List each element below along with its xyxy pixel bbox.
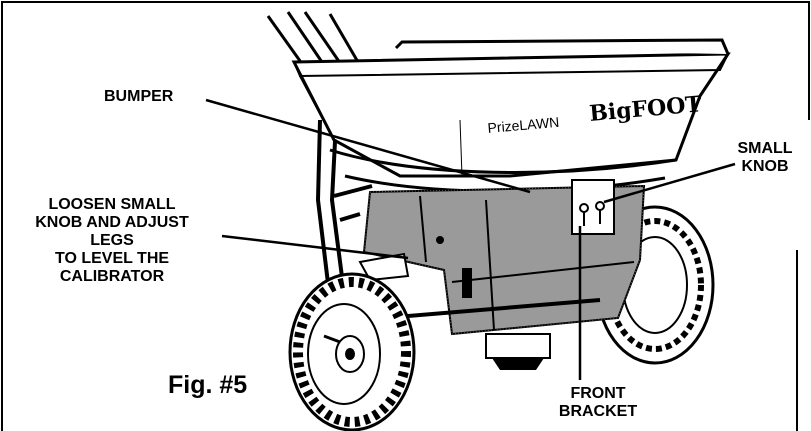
loosen-label-line-3: LEGS: [90, 231, 134, 249]
brand-prefix-text: PrizeLAWN: [487, 114, 560, 136]
bumper-label: BUMPER: [104, 88, 173, 106]
bumper-label-text: BUMPER: [104, 88, 174, 105]
loosen-knob-label: LOOSEN SMALL KNOB AND ADJUST LEGS TO LEV…: [0, 196, 224, 286]
loosen-leader-line: [221, 234, 409, 260]
figure-caption-text: Fig. #5: [168, 371, 248, 399]
figure-caption: Fig. #5: [168, 371, 247, 399]
small-knob-label-line-1: SMALL: [737, 140, 793, 157]
front-bracket-label-line-1: FRONT: [570, 385, 626, 402]
small-knob-label: SMALL KNOB: [720, 140, 810, 176]
small-knob-label-line-2: KNOB: [741, 157, 789, 175]
hopper: PrizeLAWN BigFOOT: [291, 38, 731, 178]
front-bracket: [571, 179, 615, 235]
loosen-label-line-1: LOOSEN SMALL: [48, 196, 176, 213]
front-bracket-label-line-2: BRACKET: [558, 402, 638, 420]
front-bracket-label: FRONT BRACKET: [548, 385, 648, 421]
loosen-label-line-2: KNOB AND ADJUST: [35, 213, 189, 231]
leader-lines: [205, 98, 736, 380]
loosen-label-line-4: TO LEVEL THE: [54, 249, 170, 267]
loosen-label-line-5: CALIBRATOR: [59, 267, 165, 285]
bumper-leader-line: [205, 98, 531, 194]
small-knob-leader-line: [603, 162, 736, 204]
front-wheel: [288, 272, 416, 431]
